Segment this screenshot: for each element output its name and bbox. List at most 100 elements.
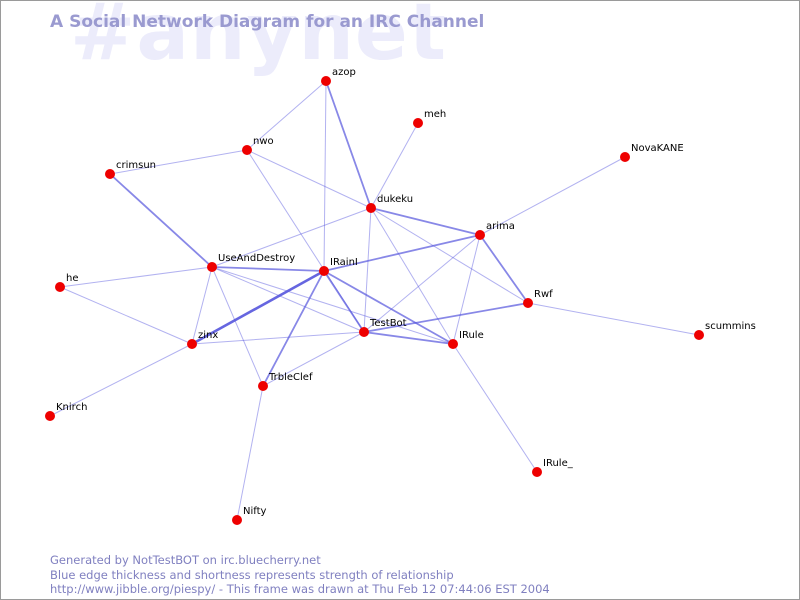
node-label: scummins [705, 321, 756, 332]
edge-arima-TestBot [363, 234, 481, 333]
node-label: crimsun [116, 160, 156, 171]
node-dot [523, 298, 533, 308]
node-crimsun: crimsun [105, 160, 156, 179]
node-label: IRule_ [543, 458, 574, 469]
edge-arima-IRainI [323, 234, 481, 272]
node-IRule: IRule [448, 330, 484, 349]
node-TrbleClef: TrbleClef [258, 372, 313, 391]
node-dot [258, 381, 268, 391]
node-TestBot: TestBot [359, 318, 407, 337]
edge-he-zinx [59, 286, 193, 345]
node-label: IRainI [330, 257, 358, 268]
node-Nifty: Nifty [232, 506, 267, 525]
edge-IRainI-TrbleClef [262, 270, 325, 387]
node-Rwf: Rwf [523, 289, 553, 308]
channel-watermark: #anynet [70, 0, 448, 78]
edge-Rwf-TestBot [363, 302, 529, 333]
node-dot [413, 118, 423, 128]
node-UseAndDestroy: UseAndDestroy [207, 253, 295, 272]
edge-crimsun-UseAndDestroy [109, 173, 213, 268]
node-he: he [55, 273, 79, 292]
node-label: he [66, 273, 79, 284]
node-dot [321, 76, 331, 86]
node-Knirch: Knirch [45, 402, 87, 421]
node-label: Rwf [534, 289, 553, 300]
footer-legend: Blue edge thickness and shortness repres… [50, 567, 454, 582]
edge-IRainI-IRule [323, 270, 454, 345]
edge-Rwf-scummins [527, 302, 700, 336]
node-dot [620, 152, 630, 162]
edge-meh-dukeku [370, 122, 419, 209]
node-dot [207, 262, 217, 272]
node-dot [448, 339, 458, 349]
node-label: Knirch [56, 402, 87, 413]
node-dot [242, 145, 252, 155]
node-label: azop [332, 67, 356, 78]
node-label: zinx [198, 330, 218, 341]
edge-UseAndDestroy-TestBot [211, 266, 365, 333]
edge-TestBot-IRule [363, 331, 454, 345]
edge-arima-IRule [452, 234, 481, 345]
edge-TestBot-TrbleClef [262, 331, 365, 387]
edge-dukeku-Rwf [370, 207, 529, 304]
nodes-layer: azop meh nwo crimsun NovaKANE dukeku arimaUseA… [45, 67, 756, 525]
edge-azop-IRainI [323, 80, 327, 272]
edge-nwo-dukeku [246, 149, 372, 209]
edge-TestBot-zinx [191, 331, 365, 345]
node-label: TrbleClef [268, 372, 313, 383]
node-arima: arima [475, 221, 515, 240]
edge-UseAndDestroy-zinx [191, 266, 213, 345]
edge-zinx-Knirch [49, 343, 193, 417]
edge-UseAndDestroy-he [59, 266, 213, 288]
node-label: dukeku [377, 194, 413, 205]
node-label: UseAndDestroy [218, 253, 295, 264]
node-dot [232, 515, 242, 525]
node-dot [55, 282, 65, 292]
node-dukeku: dukeku [366, 194, 413, 213]
edge-UseAndDestroy-IRule [211, 266, 454, 345]
edges-layer [49, 80, 700, 521]
node-dot [475, 230, 485, 240]
edge-dukeku-TestBot [363, 207, 372, 333]
node-label: nwo [253, 136, 274, 147]
edge-IRule-IRule_ [452, 343, 538, 473]
footer-url-timestamp: http://www.jibble.org/piespy/ - This fra… [50, 582, 550, 596]
edge-azop-dukeku [325, 80, 372, 209]
node-label: arima [486, 221, 515, 232]
node-label: IRule [459, 330, 484, 341]
node-IRainI: IRainI [319, 257, 358, 276]
diagram-title: A Social Network Diagram for an IRC Chan… [50, 12, 485, 32]
node-zinx: zinx [187, 330, 218, 349]
node-dot [45, 411, 55, 421]
edge-UseAndDestroy-TrbleClef [211, 266, 264, 387]
edge-IRainI-zinx [190, 269, 326, 346]
edge-nwo-crimsun [109, 149, 248, 175]
node-dot [187, 339, 197, 349]
edge-TrbleClef-Nifty [236, 385, 264, 521]
node-NovaKANE: NovaKANE [620, 143, 684, 162]
node-dot [105, 169, 115, 179]
edge-dukeku-UseAndDestroy [211, 207, 372, 268]
node-meh: meh [413, 109, 446, 128]
node-azop: azop [321, 67, 356, 86]
node-dot [694, 330, 704, 340]
node-IRule_: IRule_ [532, 458, 574, 477]
footer: Generated by NotTestBOT on irc.bluecherr… [50, 553, 550, 597]
node-label: Nifty [243, 506, 267, 517]
node-dot [359, 327, 369, 337]
footer-generated-by: Generated by NotTestBOT on irc.bluecherr… [50, 553, 321, 567]
node-label: meh [424, 109, 446, 120]
edge-dukeku-IRule [370, 207, 454, 345]
edge-arima-Rwf [479, 234, 529, 304]
edge-UseAndDestroy-IRainI [211, 266, 325, 272]
edge-NovaKANE-arima [479, 156, 626, 236]
node-nwo: nwo [242, 136, 274, 155]
node-label: TestBot [369, 318, 407, 329]
node-dot [319, 266, 329, 276]
edge-IRainI-TestBot [323, 270, 365, 333]
node-dot [532, 467, 542, 477]
node-label: NovaKANE [631, 143, 684, 154]
edge-dukeku-arima [370, 207, 481, 236]
node-scummins: scummins [694, 321, 756, 340]
